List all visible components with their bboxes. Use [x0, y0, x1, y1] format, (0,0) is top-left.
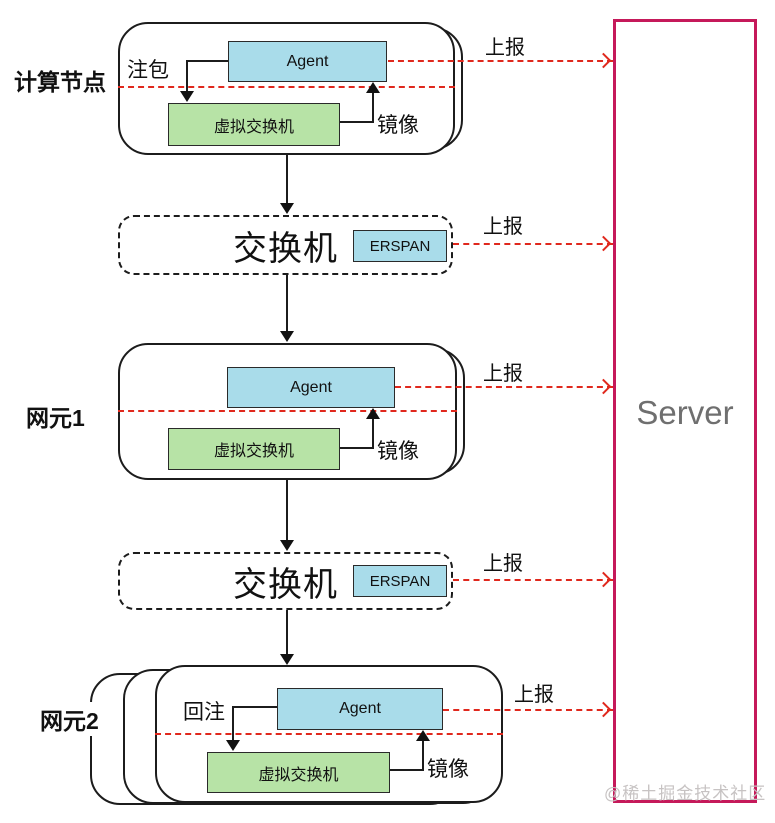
connector-vline-4 [286, 610, 288, 656]
mirror-label-3: 镜像 [427, 758, 469, 781]
mirror-arrow-vline-2 [372, 416, 374, 449]
network-element-2-label: 网元2 [38, 702, 101, 736]
report-dash-arrow-3 [395, 386, 613, 388]
mirror-arrow-hline-2 [340, 447, 374, 449]
switch-2-label: 交换机 [233, 565, 338, 604]
reinject-arrowhead-down-icon [226, 740, 240, 751]
compute-node-agent-box: Agent [228, 41, 387, 82]
connector-arrowhead-icon-2 [280, 331, 294, 342]
report-dash-arrow-4 [453, 579, 613, 581]
inject-arrow-hline [187, 60, 228, 62]
switch-1-erspan-box: ERSPAN [353, 230, 447, 262]
compute-node-label: 计算节点 [14, 69, 106, 95]
reinject-arrow-hline [233, 706, 277, 708]
watermark: @稀土掘金技术社区 [604, 784, 767, 803]
reinject-label: 回注 [183, 701, 225, 724]
inject-label: 注包 [127, 59, 169, 82]
connector-arrowhead-icon-1 [280, 203, 294, 214]
mirror-label: 镜像 [377, 114, 419, 137]
report-label-4: 上报 [483, 553, 523, 575]
network-element-2-agent-box: Agent [277, 688, 443, 730]
inject-arrowhead-down-icon [180, 91, 194, 102]
compute-node-vswitch-box: 虚拟交换机 [168, 103, 340, 146]
report-dash-arrow-2 [453, 243, 613, 245]
mirror-arrowhead-up-icon-3 [416, 730, 430, 741]
switch-1-label: 交换机 [233, 229, 338, 268]
connector-vline-2 [286, 275, 288, 333]
report-label-5: 上报 [514, 684, 554, 706]
network-element-2-traffic-dash-line [155, 733, 503, 735]
mirror-arrow-hline-3 [390, 769, 424, 771]
server-box [613, 19, 757, 803]
report-arrowhead-icon-5 [595, 701, 612, 718]
report-dash-arrow-1 [388, 60, 613, 62]
report-arrowhead-icon-2 [595, 235, 612, 252]
mirror-arrow-vline-3 [422, 738, 424, 771]
network-element-1-vswitch-box: 虚拟交换机 [168, 428, 340, 470]
report-label-1: 上报 [485, 37, 525, 59]
report-label-3: 上报 [483, 363, 523, 385]
inject-arrow-vline [186, 60, 188, 93]
mirror-arrow-vline [372, 90, 374, 123]
connector-arrowhead-icon-3 [280, 540, 294, 551]
connector-arrowhead-icon-4 [280, 654, 294, 665]
report-arrowhead-icon-1 [595, 52, 612, 69]
network-element-1-label: 网元1 [26, 405, 85, 431]
mirror-arrowhead-up-icon [366, 82, 380, 93]
mirror-arrow-hline [340, 121, 374, 123]
compute-node-traffic-dash-line [118, 86, 455, 88]
connector-vline-3 [286, 480, 288, 542]
network-element-1-agent-box: Agent [227, 367, 395, 408]
switch-2-erspan-box: ERSPAN [353, 565, 447, 597]
mirror-arrowhead-up-icon-2 [366, 408, 380, 419]
server-label: Server [636, 394, 734, 431]
network-element-1-traffic-dash-line [118, 410, 457, 412]
connector-vline-1 [286, 155, 288, 205]
reinject-arrow-vline [232, 706, 234, 742]
report-arrowhead-icon-3 [595, 378, 612, 395]
report-dash-arrow-5 [443, 709, 613, 711]
network-element-2-vswitch-box: 虚拟交换机 [207, 752, 390, 793]
report-label-2: 上报 [483, 216, 523, 238]
mirror-label-2: 镜像 [377, 440, 419, 463]
report-arrowhead-icon-4 [595, 571, 612, 588]
